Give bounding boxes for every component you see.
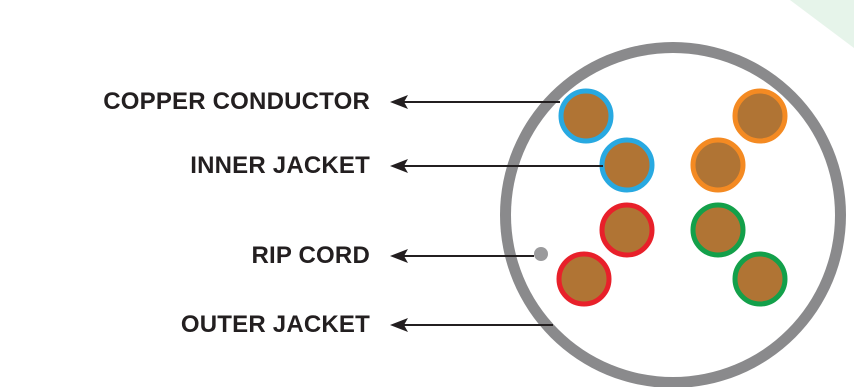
rip-cord-label: RIP CORD	[251, 242, 370, 269]
conductor-green-2	[732, 251, 788, 307]
inner-jacket-label: INNER JACKET	[190, 152, 370, 179]
conductor-orange-2	[690, 137, 746, 193]
conductor-blue-2	[599, 137, 655, 193]
leader-inner-jacket	[390, 159, 603, 173]
copper-conductor-label: COPPER CONDUCTOR	[103, 88, 370, 115]
leader-copper-conductor	[390, 95, 560, 109]
conductor-blue-1	[558, 88, 614, 144]
corner-accent	[790, 0, 854, 48]
conductor-orange-1	[732, 88, 788, 144]
outer-jacket-label: OUTER JACKET	[180, 311, 370, 338]
rip-cord-icon	[534, 247, 548, 261]
conductor-red-2	[556, 251, 612, 307]
leader-outer-jacket	[390, 318, 553, 332]
conductor-green-1	[690, 202, 746, 258]
leader-rip-cord	[390, 249, 534, 263]
conductor-red-1	[599, 202, 655, 258]
